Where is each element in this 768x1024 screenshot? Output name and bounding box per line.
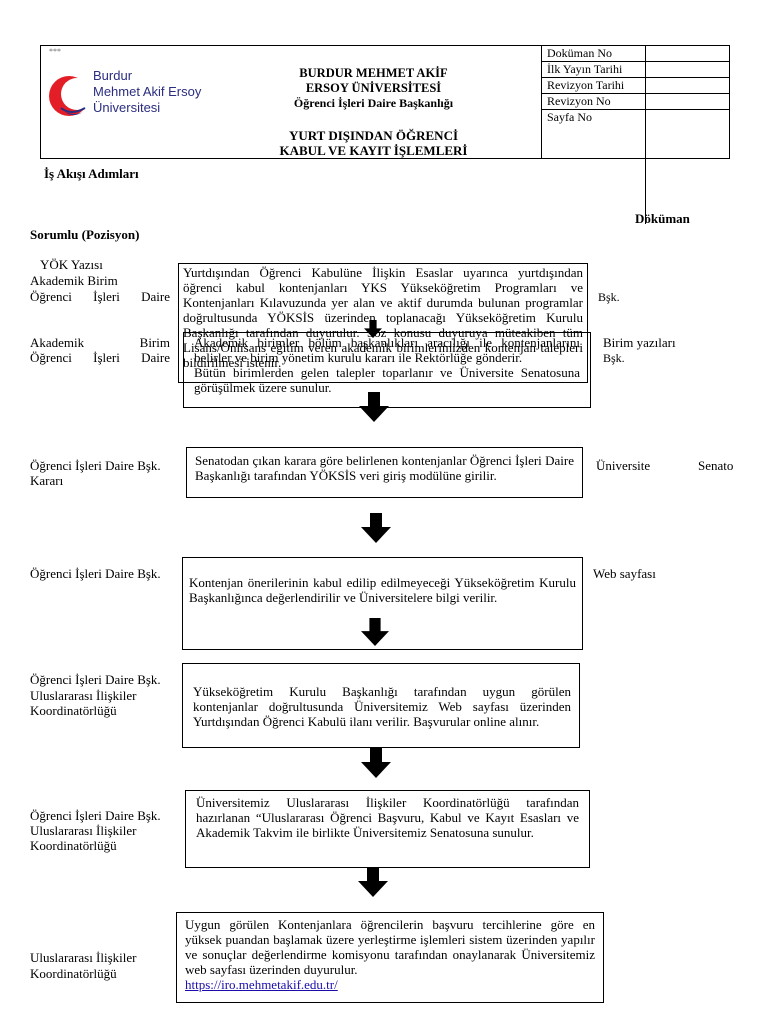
meta-row-doc-no: Doküman No	[541, 46, 730, 62]
responsible-5b: Uluslararası İlişkiler	[30, 688, 137, 703]
step-7-text: Uygun görülen Kontenjanlara öğrencilerin…	[185, 917, 595, 977]
document-header: *** Burdur Mehmet Akif Ersoy Üniversites…	[40, 45, 730, 224]
logo-text: Burdur Mehmet Akif Ersoy Üniversitesi	[93, 68, 202, 115]
responsible-2b: Öğrenci İşleri Daire	[30, 350, 170, 365]
down-arrow-icon	[358, 867, 388, 897]
meta-row-page-no: Sayfa No	[547, 110, 592, 124]
workflow-heading: İş Akışı Adımları	[44, 166, 139, 181]
responsible-6a: Öğrenci İşleri Daire Bşk.	[30, 808, 161, 823]
down-arrow-icon	[359, 392, 389, 422]
step-7-box: Uygun görülen Kontenjanlara öğrencilerin…	[176, 912, 604, 1003]
document-3b: Senato	[698, 458, 734, 473]
document-meta-table: Doküman No İlk Yayın Tarihi Revizyon Tar…	[541, 46, 730, 224]
step-6-box: Üniversitemiz Uluslararası İlişkiler Koo…	[185, 790, 590, 868]
step-5-box: Yükseköğretim Kurulu Başkanlığı tarafınd…	[182, 663, 580, 748]
responsible-5a: Öğrenci İşleri Daire Bşk.	[30, 672, 161, 687]
responsible-7a: Uluslararası İlişkiler	[30, 950, 137, 965]
down-arrow-icon	[361, 748, 391, 778]
responsible-2a: Akademik Birim	[30, 335, 170, 350]
responsible-3b: Kararı	[30, 473, 64, 488]
document-column-heading: Döküman	[635, 211, 690, 226]
university-logo: *** Burdur Mehmet Akif Ersoy Üniversites…	[47, 47, 207, 128]
down-arrow-icon	[364, 320, 382, 338]
responsible-6c: Koordinatörlüğü	[30, 838, 117, 853]
responsible-1c: Öğrenci İşleri Daire	[30, 289, 170, 304]
step-3-box: Senatodan çıkan karara göre belirlenen k…	[186, 447, 583, 498]
responsible-5c: Koordinatörlüğü	[30, 703, 117, 718]
header-divider	[541, 46, 542, 158]
document-2: Birim yazıları	[603, 335, 676, 350]
document-1: Bşk.	[598, 290, 620, 304]
step-4-text: Kontenjan önerilerinin kabul edilip edil…	[189, 575, 576, 605]
responsible-6b: Uluslararası İlişkiler	[30, 823, 137, 838]
responsible-column-heading: Sorumlu (Pozisyon)	[30, 227, 140, 242]
crescent-icon	[49, 76, 91, 116]
meta-row-first-pub: İlk Yayın Tarihi	[541, 62, 730, 78]
responsible-7b: Koordinatörlüğü	[30, 966, 117, 981]
step-2-text: Akademik birimler bölüm başkanlıkları ar…	[194, 335, 580, 365]
responsible-4a: Öğrenci İşleri Daire Bşk.	[30, 566, 161, 581]
document-3: Üniversite	[596, 458, 651, 473]
document-4: Web sayfası	[593, 566, 656, 581]
step-1-text: Yurtdışından Öğrenci Kabulüne İlişkin Es…	[183, 265, 583, 370]
step-1-box: Yurtdışından Öğrenci Kabulüne İlişkin Es…	[178, 263, 588, 383]
responsible-1b: Akademik Birim	[30, 273, 118, 288]
meta-row-rev-no: Revizyon No	[541, 94, 730, 110]
down-arrow-icon	[361, 618, 389, 646]
step-3-text: Senatodan çıkan karara göre belirlenen k…	[195, 453, 574, 483]
logo-dots: ***	[49, 47, 61, 56]
step-2-extra-text: Bütün birimlerden gelen talepler toparla…	[194, 365, 580, 395]
meta-row-rev-date: Revizyon Tarihi	[541, 78, 730, 94]
down-arrow-icon	[361, 513, 391, 543]
document-2b: Bşk.	[603, 351, 625, 365]
institution-name: BURDUR MEHMET AKİF ERSOY ÜNİVERSİTESİ Öğ…	[293, 66, 454, 110]
iro-website-link[interactable]: https://iro.mehmetakif.edu.tr/	[185, 977, 338, 992]
responsible-1a: YÖK Yazısı	[40, 257, 103, 272]
step-5-text: Yükseköğretim Kurulu Başkanlığı tarafınd…	[193, 684, 571, 729]
step-6-text: Üniversitemiz Uluslararası İlişkiler Koo…	[196, 795, 579, 840]
document-title: YURT DIŞINDAN ÖĞRENCİ KABUL VE KAYIT İŞL…	[279, 128, 468, 158]
responsible-3a: Öğrenci İşleri Daire Bşk.	[30, 458, 161, 473]
